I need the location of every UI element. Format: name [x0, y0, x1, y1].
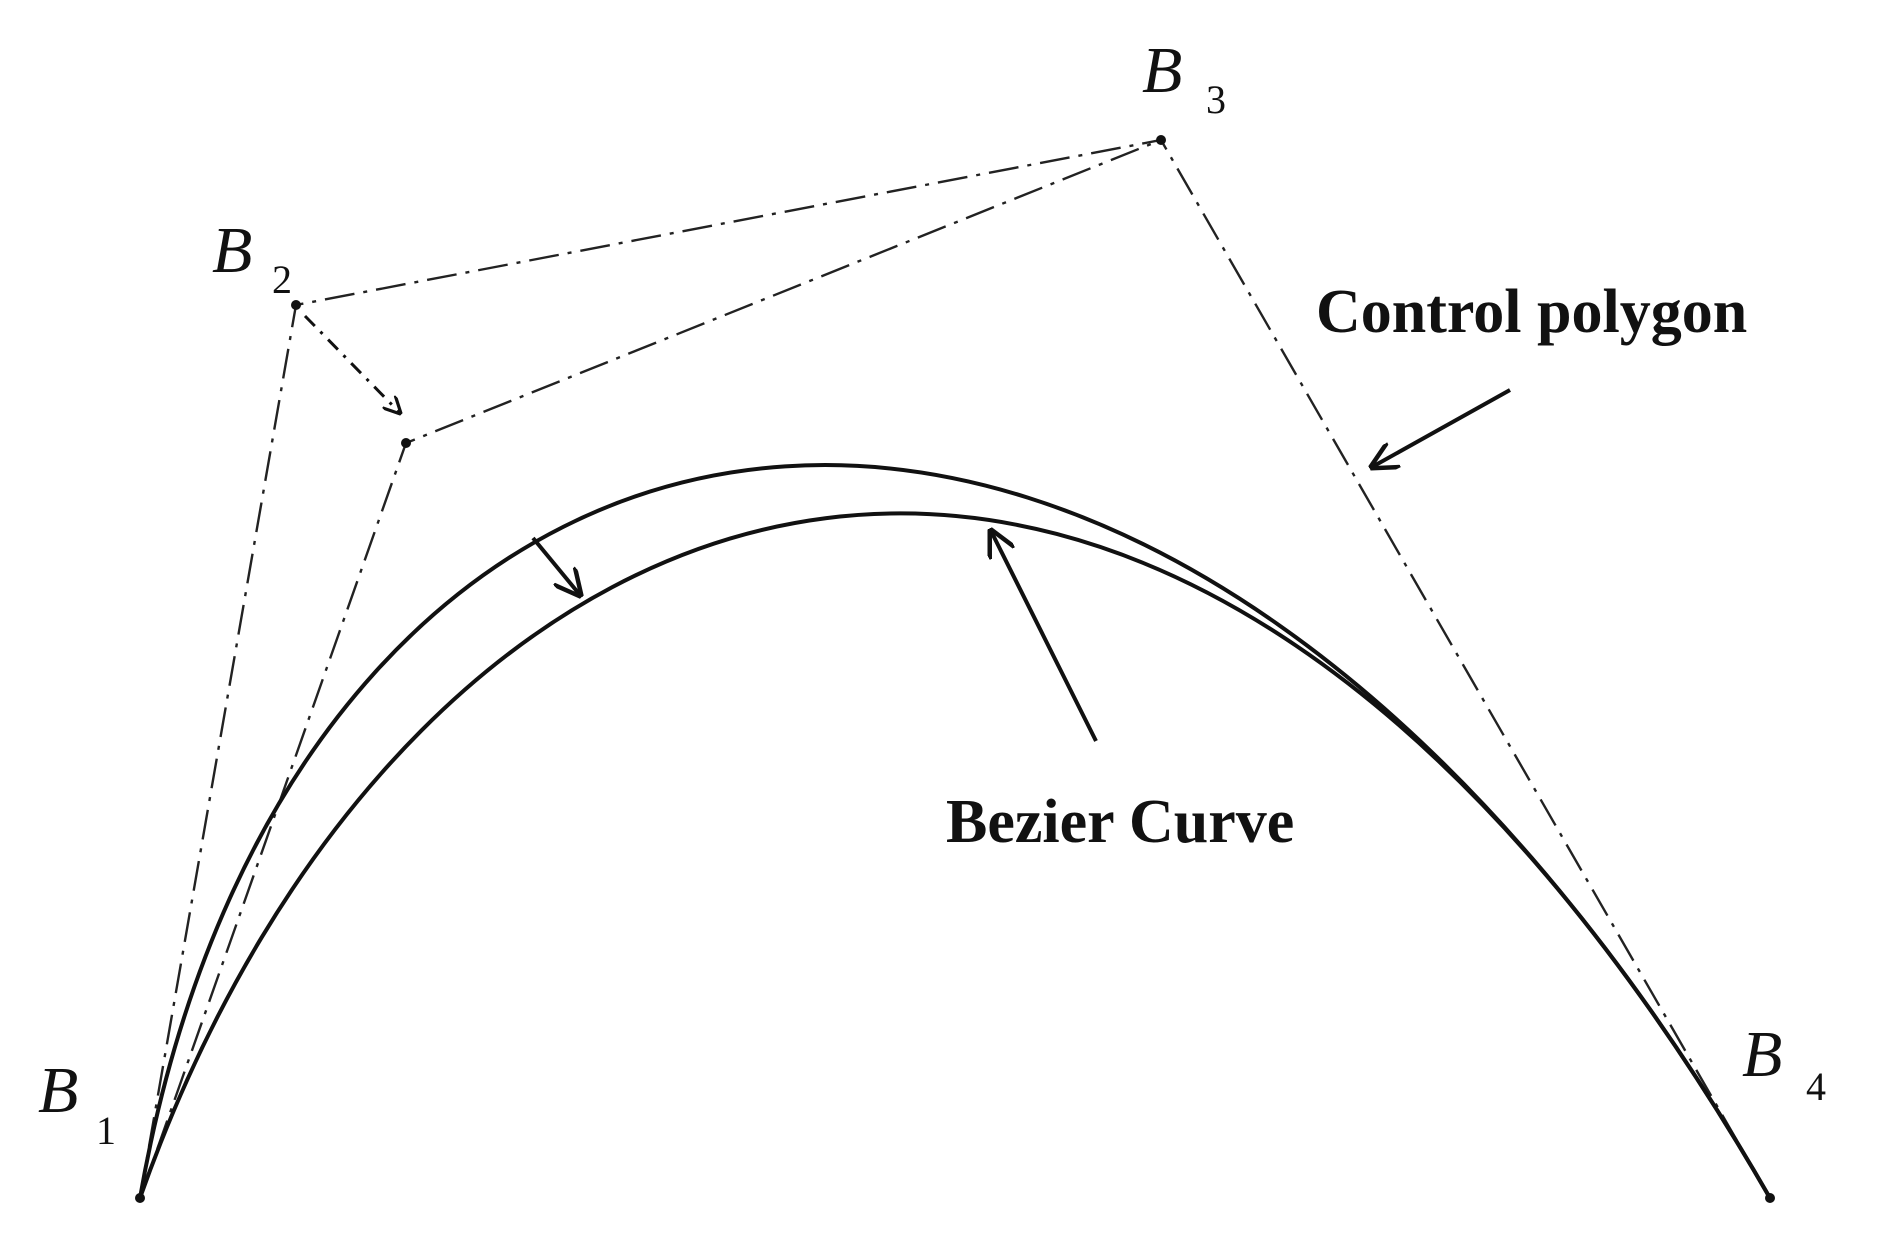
label-b4: B 4 — [1742, 1018, 1826, 1109]
control-polygon-label: Control polygon — [1316, 278, 1747, 346]
b2-move-arrow — [303, 314, 400, 413]
label-b1-letter: B — [38, 1054, 78, 1127]
control-point-b4 — [1765, 1193, 1775, 1203]
label-b1: B 1 — [38, 1054, 116, 1153]
label-b3: B 3 — [1142, 34, 1226, 122]
control-polygon-modified — [138, 138, 1162, 1199]
label-b4-letter: B — [1742, 1018, 1782, 1091]
control-polygon-original — [138, 138, 1772, 1199]
label-b1-index: 1 — [96, 1108, 116, 1153]
control-point-b2 — [291, 300, 301, 310]
label-b3-index: 3 — [1206, 77, 1226, 122]
control-point-b1 — [135, 1193, 145, 1203]
label-b4-index: 4 — [1806, 1064, 1826, 1109]
control-point-b3 — [1156, 135, 1166, 145]
control-point-b2-moved — [401, 438, 411, 448]
curve-shift-arrow — [531, 536, 580, 595]
label-b2: B 2 — [212, 214, 292, 302]
label-b2-letter: B — [212, 214, 252, 287]
bezier-curve-modified — [138, 511, 1772, 1199]
control-polygon-pointer-arrow — [1372, 388, 1511, 467]
bezier-curve-pointer-arrow — [991, 531, 1098, 742]
label-b2-index: 2 — [272, 257, 292, 302]
label-b3-letter: B — [1142, 34, 1182, 107]
bezier-curve-label: Bezier Curve — [946, 788, 1294, 856]
